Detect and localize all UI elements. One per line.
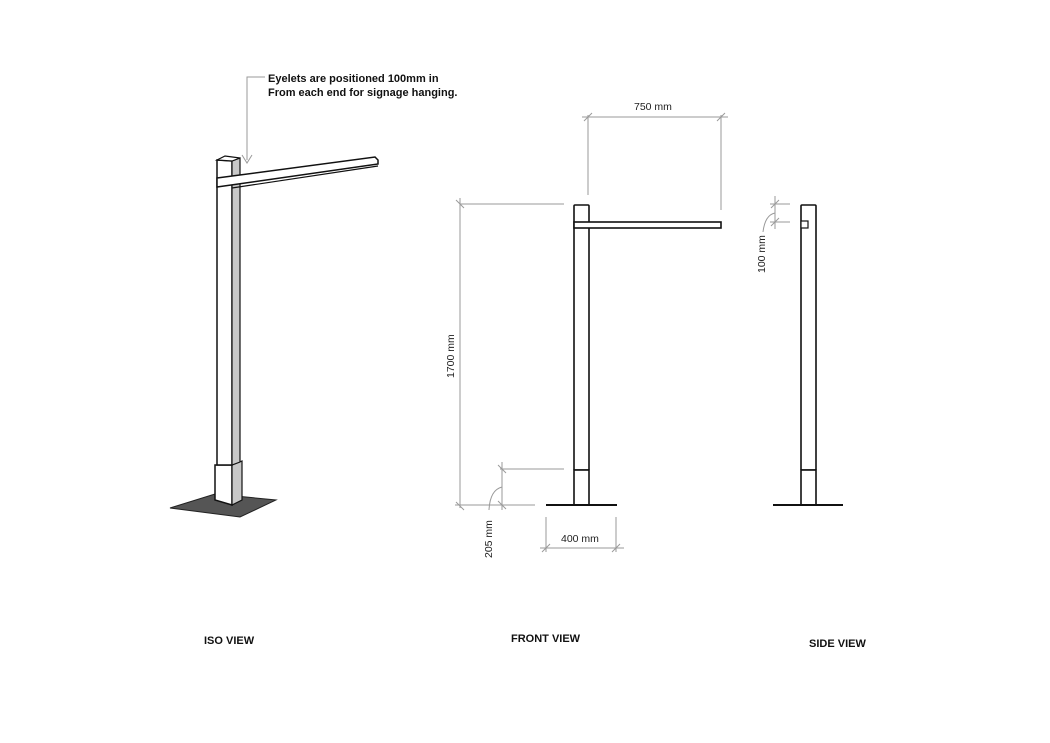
dim-total-height: 1700 mm xyxy=(445,334,457,378)
front-view-drawing xyxy=(455,112,728,553)
side-view-label: SIDE VIEW xyxy=(809,638,866,650)
iso-arm xyxy=(216,156,379,188)
iso-post xyxy=(216,159,233,466)
annotation-line-1: Eyelets are positioned 100mm in xyxy=(268,73,439,85)
iso-base-plate xyxy=(169,493,278,518)
dim-eyelet-offset: 100 mm xyxy=(756,235,768,273)
dim-sleeve-height: 205 mm xyxy=(483,520,495,558)
iso-view-drawing xyxy=(169,76,379,518)
dim-base-width: 400 mm xyxy=(561,533,599,545)
dim-arm-length: 750 mm xyxy=(634,101,672,113)
iso-view-label: ISO VIEW xyxy=(204,635,255,647)
front-view-label: FRONT VIEW xyxy=(511,633,581,645)
side-view-drawing xyxy=(762,196,843,506)
eyelet-annotation: Eyelets are positioned 100mm in From eac… xyxy=(268,72,457,100)
annotation-line-2: From each end for signage hanging. xyxy=(268,87,458,99)
